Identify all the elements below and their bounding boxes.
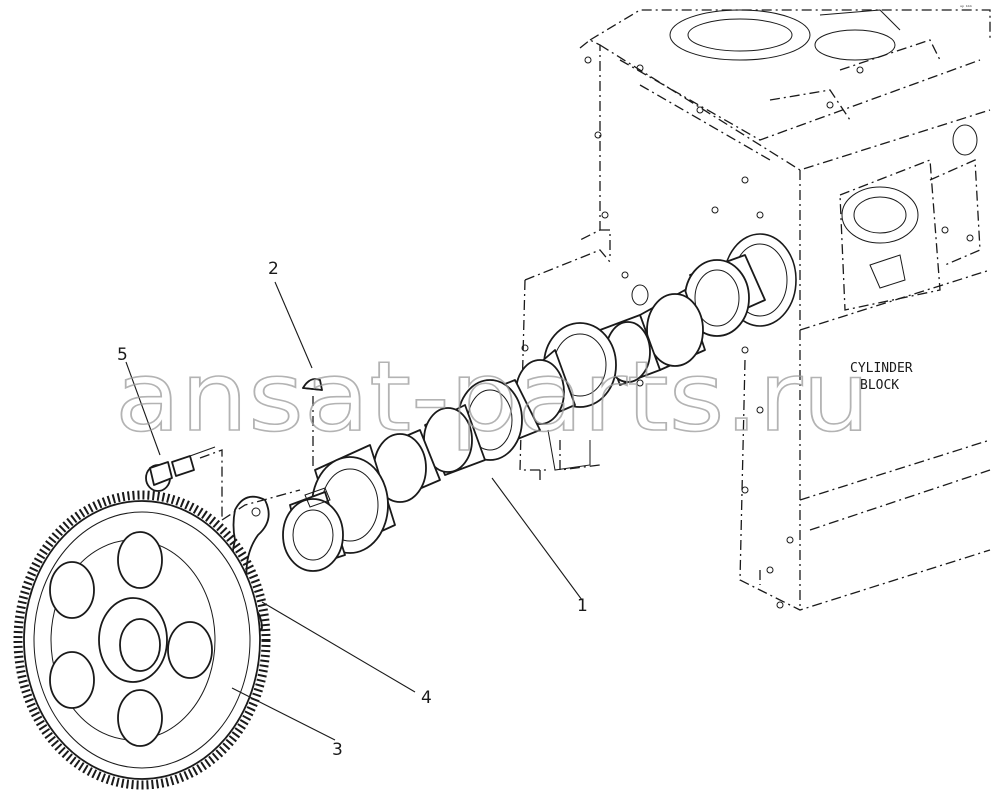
camshaft-gear [13, 490, 271, 790]
callout-1: 1 [577, 596, 588, 616]
leader-lines [125, 281, 583, 741]
cylinder-block-label-line1: CYLINDER [850, 361, 913, 376]
woodruff-key [302, 378, 323, 470]
bolt [145, 446, 223, 520]
camshaft [282, 254, 766, 572]
callout-2: 2 [268, 259, 279, 279]
callout-3: 3 [332, 740, 343, 760]
cylinder-block-label-line2: BLOCK [860, 378, 899, 393]
callout-5: 5 [117, 345, 128, 365]
callout-4: 4 [421, 688, 432, 708]
drawing-code: ᵃᵖ ᵇᵇᵇ [960, 5, 972, 11]
watermark-text: ansat-parts.ru [115, 341, 870, 453]
cylinder-block [519, 9, 991, 611]
block-bolt-holes [521, 56, 974, 609]
